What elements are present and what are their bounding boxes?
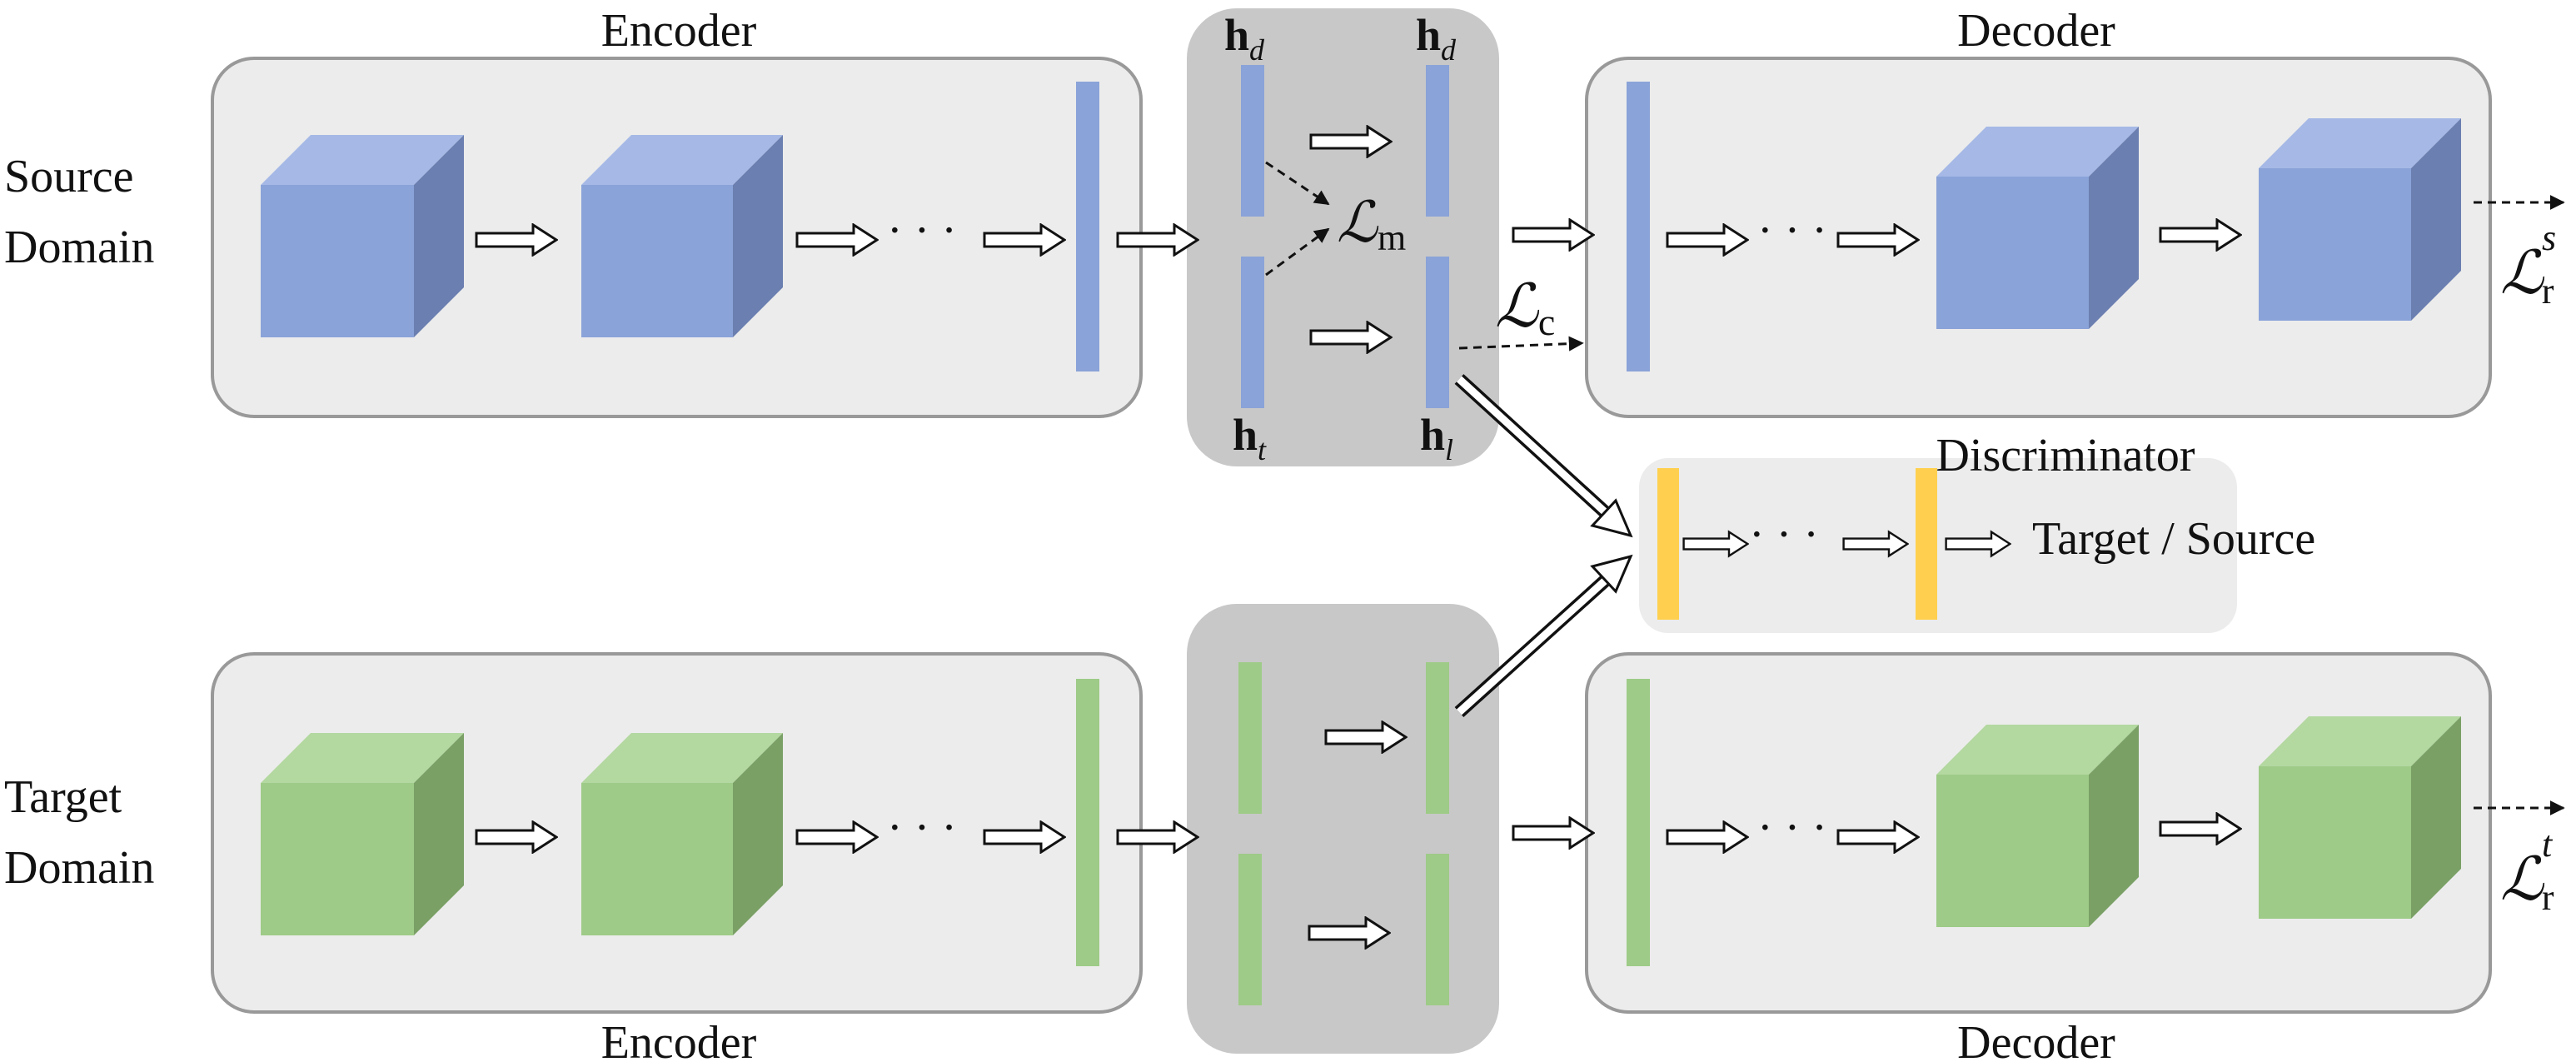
diagonal-arrow-head [1590,498,1633,538]
encoder-top-label: Encoder [601,5,757,57]
loss-c-symbol: ℒc [1495,273,1555,343]
source-hd-left-vector [1241,65,1264,217]
ellipsis: · · · [1749,509,1819,561]
h-d-left-symbol: hd [1224,10,1265,67]
target-source-output: Target / Source [2032,513,2315,565]
target-decoder-cube-1 [1936,725,2139,927]
dashed-arrow [1458,336,1584,352]
target-latent-panel [1187,604,1499,1054]
loss-r-s-symbol: ℒrs [2500,217,2556,312]
h-t-symbol: ht [1233,410,1267,466]
source-domain-line2: Domain [4,222,154,273]
source-cube-1 [261,135,464,337]
target-latent-vector-1 [1238,662,1262,814]
arrow-icon [1512,816,1595,850]
ellipsis: · · · [1757,802,1827,854]
source-domain-line1: Source [4,151,134,202]
source-decoder-cube-2 [2259,118,2461,321]
discriminator-bar-2 [1916,468,1937,620]
target-cube-2 [581,733,783,935]
discriminator-panel [1639,458,2237,633]
dashed-arrow [1265,227,1330,277]
target-latent-vector-4 [1426,854,1449,1005]
diagonal-arrow-shaft [1456,571,1615,715]
arrow-icon [1512,218,1595,252]
discriminator-label: Discriminator [1936,430,2195,481]
ellipsis: · · · [887,205,957,257]
target-decoder-cube-2 [2259,716,2461,919]
target-cube-1 [261,733,464,935]
h-d-right-symbol: hd [1416,10,1457,67]
source-decoder-vector [1627,82,1650,371]
source-decoder-cube-1 [1936,127,2139,329]
dashed-arrow [1265,161,1330,206]
decoder-bottom-label: Decoder [1957,1017,2115,1062]
diagonal-arrow-shaft [1456,376,1615,521]
ellipsis: · · · [1757,205,1827,257]
loss-m-symbol: ℒm [1337,191,1406,258]
source-latent-panel [1187,8,1499,466]
diagonal-arrow-head [1590,554,1633,594]
loss-r-t-symbol: ℒrt [2500,824,2554,918]
source-hl-vector [1426,257,1449,408]
decoder-top-label: Decoder [1957,5,2115,57]
target-encoder-vector [1076,679,1099,966]
source-hd-right-vector [1426,65,1449,217]
target-domain-line2: Domain [4,842,154,894]
encoder-bottom-label: Encoder [601,1017,757,1062]
target-decoder-vector [1627,679,1650,966]
target-latent-vector-3 [1426,662,1449,814]
ellipsis: · · · [887,802,957,854]
source-cube-2 [581,135,783,337]
source-encoder-vector [1076,82,1099,371]
target-latent-vector-2 [1238,854,1262,1005]
discriminator-bar-1 [1657,468,1679,620]
h-l-symbol: hl [1420,410,1453,466]
target-domain-line1: Target [4,771,122,823]
source-ht-vector [1241,257,1264,408]
